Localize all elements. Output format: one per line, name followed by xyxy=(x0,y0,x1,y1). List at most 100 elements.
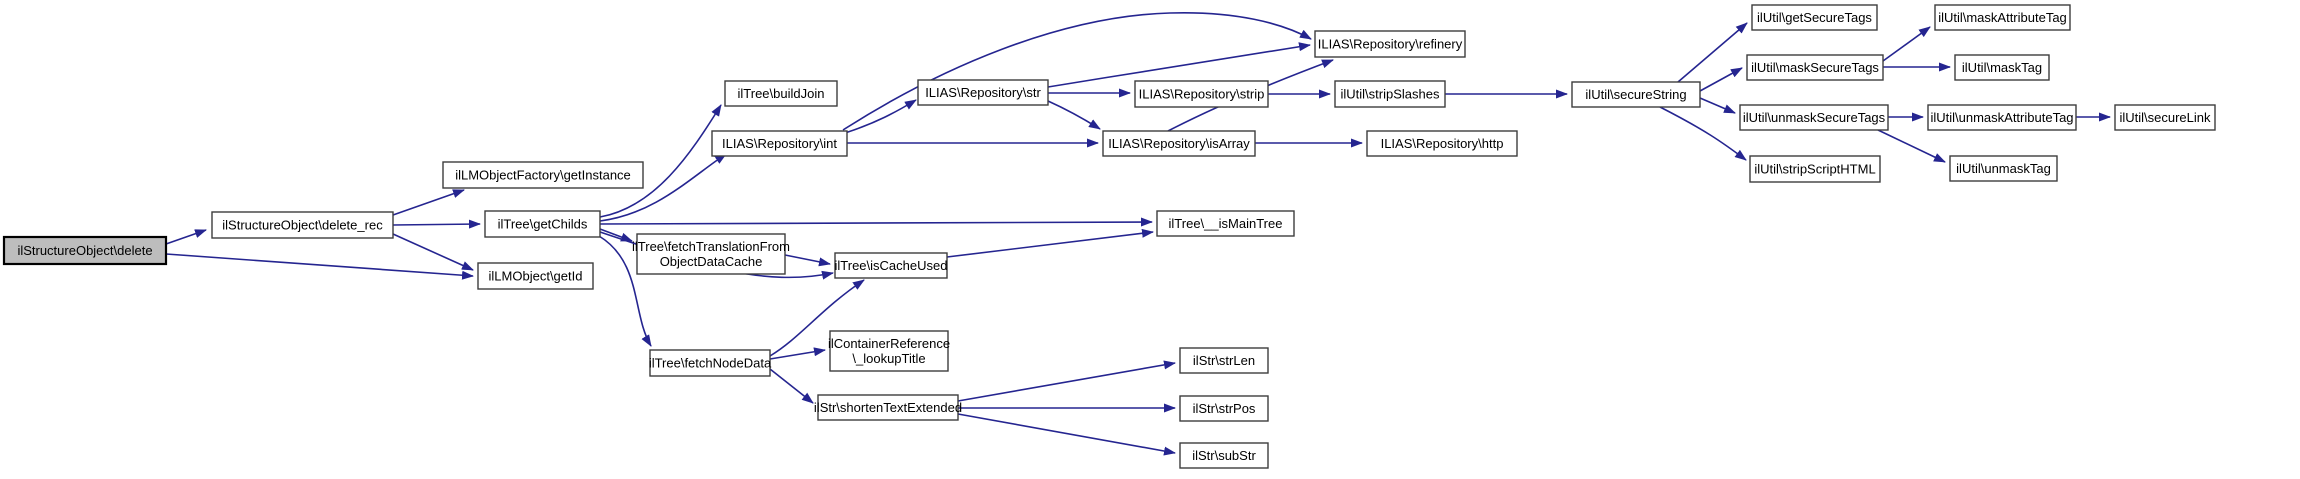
node-lookup-title-box xyxy=(829,330,949,372)
node-refinery-box xyxy=(1314,30,1466,58)
node-delete[interactable]: ilStructureObject\delete xyxy=(2,235,168,266)
edge-get-childs-to-fetch-node-data xyxy=(598,235,652,347)
node-is-array[interactable]: ILIAS\Repository\isArray xyxy=(1102,130,1256,157)
edge-mask-secure-tags-to-mask-attribute-tag xyxy=(1882,26,1931,62)
node-strip-slashes-box xyxy=(1334,80,1446,108)
edge-secure-string-to-strip-script-html xyxy=(1659,106,1747,161)
node-str-len[interactable]: ilStr\strLen xyxy=(1179,347,1269,374)
node-get-id-label: ilLMObject\getId xyxy=(489,269,583,284)
edge-int-to-str xyxy=(844,99,917,134)
node-strip[interactable]: ILIAS\Repository\strip xyxy=(1134,80,1269,108)
node-shorten-text-label: ilStr\shortenTextExtended xyxy=(814,400,962,415)
node-int-box xyxy=(711,130,848,157)
node-lookup-title[interactable]: ilContainerReference\_lookupTitle xyxy=(828,330,950,372)
node-refinery-label: ILIAS\Repository\refinery xyxy=(1318,37,1463,52)
edge-delete-rec-to-get-childs xyxy=(392,219,481,229)
node-int[interactable]: ILIAS\Repository\int xyxy=(711,130,848,157)
node-build-join[interactable]: ilTree\buildJoin xyxy=(724,80,838,107)
node-sub-str[interactable]: ilStr\subStr xyxy=(1179,442,1269,469)
node-get-childs-label: ilTree\getChilds xyxy=(498,217,588,232)
node-get-instance-box xyxy=(442,161,644,189)
node-strip-script-html[interactable]: ilUtil\stripScriptHTML xyxy=(1749,155,1881,183)
node-mask-secure-tags-label: ilUtil\maskSecureTags xyxy=(1751,60,1879,75)
node-get-instance-label: ilLMObjectFactory\getInstance xyxy=(455,168,631,183)
edge-str-to-refinery xyxy=(1047,42,1311,88)
edge-delete-to-delete-rec xyxy=(165,229,207,245)
edge-secure-string-to-mask-secure-tags xyxy=(1699,67,1743,92)
node-http-label: ILIAS\Repository\http xyxy=(1381,136,1504,151)
node-is-main-tree-label: ilTree\__isMainTree xyxy=(1169,216,1283,231)
node-delete-rec-box xyxy=(211,211,394,239)
node-mask-secure-tags-box xyxy=(1746,54,1884,81)
node-sub-str-box xyxy=(1179,442,1269,469)
node-secure-link[interactable]: ilUtil\secureLink xyxy=(2114,104,2216,131)
node-mask-attribute-tag[interactable]: ilUtil\maskAttributeTag xyxy=(1934,4,2071,31)
node-strip-slashes[interactable]: ilUtil\stripSlashes xyxy=(1334,80,1446,108)
node-http[interactable]: ILIAS\Repository\http xyxy=(1366,130,1518,157)
edge-str-to-is-array xyxy=(1047,100,1101,130)
node-is-array-box xyxy=(1102,130,1256,157)
node-http-box xyxy=(1366,130,1518,157)
node-strip-label: ILIAS\Repository\strip xyxy=(1139,87,1265,102)
node-unmask-secure-tags[interactable]: ilUtil\unmaskSecureTags xyxy=(1739,104,1889,131)
node-mask-tag-label: ilUtil\maskTag xyxy=(1962,60,2042,75)
edge-unmask-secure-tags-to-unmask-tag xyxy=(1877,129,1946,163)
node-delete-label: ilStructureObject\delete xyxy=(17,243,152,258)
edge-shorten-text-to-str-len xyxy=(957,360,1176,402)
node-get-secure-tags[interactable]: ilUtil\getSecureTags xyxy=(1751,4,1878,31)
node-str-len-box xyxy=(1179,347,1269,374)
node-strip-script-html-box xyxy=(1749,155,1881,183)
node-build-join-label: ilTree\buildJoin xyxy=(738,86,825,101)
edge-is-cache-used-to-is-main-tree xyxy=(946,228,1154,258)
node-build-join-box xyxy=(724,80,838,107)
node-unmask-attribute-tag[interactable]: ilUtil\unmaskAttributeTag xyxy=(1927,104,2077,131)
node-delete-rec[interactable]: ilStructureObject\delete_rec xyxy=(211,211,394,239)
node-is-cache-used[interactable]: ilTree\isCacheUsed xyxy=(834,252,948,279)
node-str-label: ILIAS\Repository\str xyxy=(925,85,1041,100)
node-str-len-label: ilStr\strLen xyxy=(1193,353,1255,368)
node-fetch-node-data-box xyxy=(649,349,771,377)
node-lookup-title-label: ilContainerReference\_lookupTitle xyxy=(828,336,950,366)
node-secure-string-label: ilUtil\secureString xyxy=(1585,87,1686,102)
edge-fetch-node-data-to-lookup-title xyxy=(769,347,826,360)
node-unmask-tag[interactable]: ilUtil\unmaskTag xyxy=(1949,155,2058,182)
node-mask-secure-tags[interactable]: ilUtil\maskSecureTags xyxy=(1746,54,1884,81)
edge-fetch-translation-to-is-cache-used xyxy=(784,254,831,267)
node-unmask-attribute-tag-label: ilUtil\unmaskAttributeTag xyxy=(1930,110,2073,125)
edge-int-to-refinery xyxy=(842,11,1312,131)
node-str-pos[interactable]: ilStr\strPos xyxy=(1179,395,1269,422)
node-fetch-node-data-label: ilTree\fetchNodeData xyxy=(649,356,772,371)
node-secure-string[interactable]: ilUtil\secureString xyxy=(1571,81,1701,108)
edge-get-childs-to-is-main-tree xyxy=(599,217,1153,227)
edge-shorten-text-to-sub-str xyxy=(957,413,1176,456)
node-fetch-node-data[interactable]: ilTree\fetchNodeData xyxy=(649,349,772,377)
node-is-main-tree[interactable]: ilTree\__isMainTree xyxy=(1156,210,1295,237)
node-refinery[interactable]: ILIAS\Repository\refinery xyxy=(1314,30,1466,58)
node-unmask-secure-tags-label: ilUtil\unmaskSecureTags xyxy=(1743,110,1886,125)
node-str[interactable]: ILIAS\Repository\str xyxy=(917,79,1049,106)
node-get-childs[interactable]: ilTree\getChilds xyxy=(484,210,601,238)
node-get-id-box xyxy=(477,262,594,290)
edge-secure-string-to-get-secure-tags xyxy=(1677,22,1748,83)
node-mask-tag-box xyxy=(1954,54,2050,81)
node-shorten-text[interactable]: ilStr\shortenTextExtended xyxy=(814,394,962,421)
node-unmask-secure-tags-box xyxy=(1739,104,1889,131)
node-get-instance[interactable]: ilLMObjectFactory\getInstance xyxy=(442,161,644,189)
node-str-pos-box xyxy=(1179,395,1269,422)
node-is-array-label: ILIAS\Repository\isArray xyxy=(1108,136,1250,151)
node-get-id[interactable]: ilLMObject\getId xyxy=(477,262,594,290)
node-get-childs-box xyxy=(484,210,601,238)
node-unmask-tag-label: ilUtil\unmaskTag xyxy=(1956,161,2051,176)
node-secure-link-label: ilUtil\secureLink xyxy=(2119,110,2211,125)
node-is-main-tree-box xyxy=(1156,210,1295,237)
node-mask-attribute-tag-label: ilUtil\maskAttributeTag xyxy=(1938,10,2067,25)
node-sub-str-label: ilStr\subStr xyxy=(1192,448,1256,463)
node-mask-attribute-tag-box xyxy=(1934,4,2071,31)
edge-delete-to-get-id xyxy=(165,253,474,280)
node-mask-tag[interactable]: ilUtil\maskTag xyxy=(1954,54,2050,81)
node-str-box xyxy=(917,79,1049,106)
edge-get-childs-to-fetch-translation xyxy=(599,228,633,242)
